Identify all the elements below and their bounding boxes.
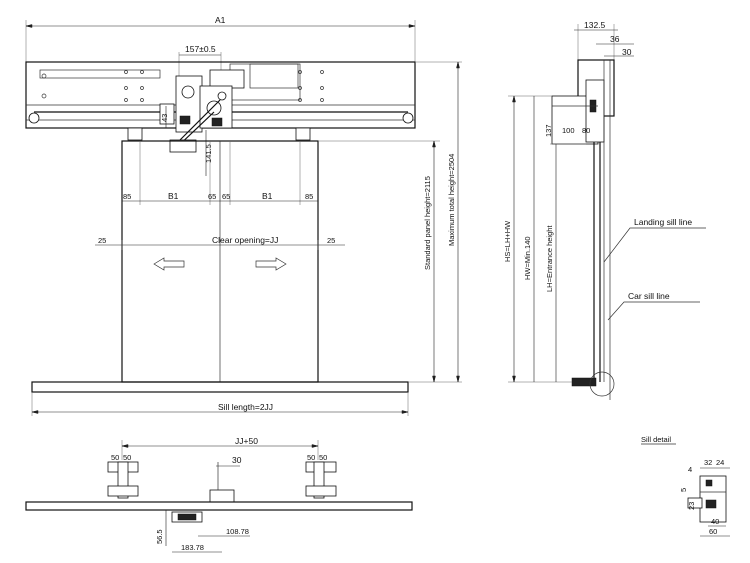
drive-height-label: 43 xyxy=(160,114,169,122)
clear-opening-label: Clear opening=JJ xyxy=(212,235,278,245)
overlap-left-label: 25 xyxy=(98,236,106,245)
sd-5: 5 xyxy=(679,488,688,492)
dim-108-label: 108.78 xyxy=(226,527,249,536)
roller-spacing-label: 157±0.5 xyxy=(185,44,216,54)
dim-183-label: 183.78 xyxy=(181,543,204,552)
depth-56-label: 56.5 xyxy=(155,529,164,544)
offset-30-label: 30 xyxy=(622,47,632,57)
sd-24: 24 xyxy=(716,458,724,467)
side-view: 132.5 36 30 137 100 80 HS=LH+HW HW=Min.1… xyxy=(503,20,706,400)
b1-right-label: B1 xyxy=(262,191,273,201)
hanger-drop-label: 141.5 xyxy=(204,144,213,163)
plan-sill xyxy=(25,501,413,511)
sd-60: 60 xyxy=(709,527,717,536)
left-arrow-icon xyxy=(153,257,185,271)
b1-left-label: B1 xyxy=(168,191,179,201)
drive-mechanism xyxy=(159,75,233,153)
lh-label: LH=Entrance height xyxy=(545,225,554,292)
height-137-label: 137 xyxy=(544,124,553,137)
center-right-label: 65 xyxy=(222,192,230,201)
sill-detail-title: Sill detail xyxy=(641,435,671,444)
sill-detail: Sill detail 32 24 4 5 23 40 60 xyxy=(641,435,730,537)
width-80-label: 80 xyxy=(582,126,590,135)
sd-32: 32 xyxy=(704,458,712,467)
sill xyxy=(31,381,409,393)
plan-left-50b: 50 xyxy=(123,453,131,462)
total-height-label: Maximum total height=2504 xyxy=(447,154,456,246)
car-sill-label: Car sill line xyxy=(628,291,670,301)
sill-detail-callout xyxy=(589,371,615,397)
plan-right-50a: 50 xyxy=(307,453,315,462)
margin-left-label: 85 xyxy=(123,192,131,201)
hw-label: HW=Min.140 xyxy=(523,236,532,280)
sd-4: 4 xyxy=(688,465,692,474)
panel-height-label: Standard panel height=2115 xyxy=(423,176,432,270)
offset-36-label: 36 xyxy=(610,34,620,44)
sd-23: 23 xyxy=(687,502,696,510)
front-view: A1 157±0.5 xyxy=(25,15,462,416)
plan-center-30: 30 xyxy=(232,455,242,465)
plan-right-50b: 50 xyxy=(319,453,327,462)
jj-plus-label: JJ+50 xyxy=(235,436,258,446)
a1-label: A1 xyxy=(215,15,226,25)
margin-right-label: 85 xyxy=(305,192,313,201)
plan-view: JJ+50 50 50 50 50 30 56.5 108.78 183.78 xyxy=(25,436,413,553)
sill-length-label: Sill length=2JJ xyxy=(218,402,273,412)
landing-sill-label: Landing sill line xyxy=(634,217,692,227)
width-132-label: 132.5 xyxy=(584,20,606,30)
right-arrow-icon xyxy=(255,257,287,271)
hs-label: HS=LH+HW xyxy=(503,220,512,262)
overlap-right-label: 25 xyxy=(327,236,335,245)
sd-40: 40 xyxy=(711,517,719,526)
plan-left-50a: 50 xyxy=(111,453,119,462)
width-100-label: 100 xyxy=(562,126,575,135)
center-left-label: 65 xyxy=(208,192,216,201)
